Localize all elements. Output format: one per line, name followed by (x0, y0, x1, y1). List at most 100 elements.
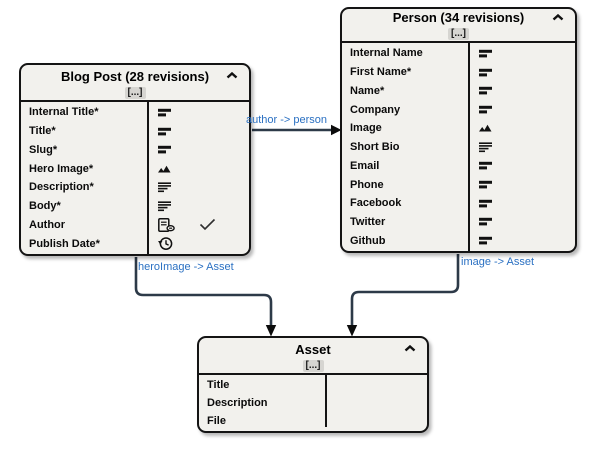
field-row: Slug* (21, 141, 249, 160)
connection-label-author-person: author -> person (246, 114, 328, 126)
field-name-label: Image (350, 122, 382, 135)
field-type-cell (149, 217, 216, 232)
connection-label-heroimage-asset: heroImage -> Asset (138, 261, 234, 273)
field-type-cell (470, 105, 493, 114)
field-type-cell (149, 236, 173, 251)
collapse-chevron-icon[interactable] (226, 71, 238, 79)
short-text-icon (479, 236, 493, 245)
field-row: Image (342, 119, 575, 138)
field-name-label: Name* (350, 84, 385, 97)
field-name-label: Facebook (350, 197, 402, 210)
short-text-icon (479, 105, 493, 114)
field-type-cell (470, 161, 493, 170)
short-text-icon (479, 86, 493, 95)
field-row: First Name* (342, 63, 575, 82)
field-row: Short Bio (342, 138, 575, 157)
column-divider (147, 102, 149, 254)
field-row: Description* (21, 178, 249, 197)
field-row: File (199, 412, 427, 430)
arrowhead-heroimage-asset (265, 325, 277, 337)
field-name-label: Hero Image* (29, 162, 94, 175)
field-name-label: Publish Date* (29, 237, 100, 250)
more-options-button[interactable]: [...] (448, 28, 469, 40)
field-name-label: Author (29, 218, 66, 231)
short-text-icon (479, 68, 493, 77)
field-name-label: First Name* (350, 66, 412, 79)
field-row: Title* (21, 122, 249, 141)
field-name-label: Body* (29, 200, 61, 213)
field-name-label: Github (350, 234, 386, 247)
field-row: Body* (21, 197, 249, 216)
date-icon (158, 236, 173, 251)
field-type-cell (470, 199, 493, 208)
field-name-label: Short Bio (350, 141, 400, 154)
arrowhead-author-person (331, 124, 342, 136)
field-row: Twitter (342, 213, 575, 232)
field-name-label: Slug* (29, 143, 58, 156)
field-type-cell (470, 217, 493, 226)
entity-fields: Internal Title* Title* Slug* Hero Image* Des… (21, 102, 249, 254)
field-type-cell (470, 68, 493, 77)
collapse-chevron-icon[interactable] (404, 344, 416, 352)
field-row: Github (342, 231, 575, 250)
entity-header: Asset [...] (199, 338, 427, 375)
field-name-label: Title* (29, 125, 56, 138)
long-text-icon (158, 182, 172, 193)
connector-heroimage-asset (134, 257, 273, 326)
field-row: Hero Image* (21, 159, 249, 178)
field-type-cell (149, 145, 172, 154)
field-name-label: Internal Name (350, 47, 423, 60)
field-row: Internal Title* (21, 103, 249, 122)
field-type-cell (149, 182, 172, 193)
field-row: Description (199, 394, 427, 412)
entity-person[interactable]: Person (34 revisions) [...] Internal Nam… (340, 7, 577, 253)
field-row: Facebook (342, 194, 575, 213)
short-text-icon (479, 161, 493, 170)
short-text-icon (158, 127, 172, 136)
field-row: Title (199, 376, 427, 394)
more-options-button[interactable]: [...] (124, 87, 146, 99)
field-name-label: Description* (29, 181, 94, 194)
field-row: Publish Date* (21, 234, 249, 253)
field-row: Email (342, 156, 575, 175)
field-type-cell (470, 124, 492, 132)
long-text-icon (479, 141, 493, 153)
field-name-label: Email (350, 159, 380, 172)
entity-title: Blog Post (28 revisions) (60, 69, 210, 84)
connection-label-image-asset: image -> Asset (461, 256, 535, 268)
short-text-icon (158, 108, 172, 117)
field-type-cell (149, 108, 172, 117)
field-row: Internal Name (342, 44, 575, 63)
field-row: Author (21, 216, 249, 235)
short-text-icon (158, 145, 172, 154)
collapse-chevron-icon[interactable] (552, 13, 564, 21)
entity-header: Person (34 revisions) [...] (342, 9, 575, 43)
short-text-icon (479, 180, 493, 189)
short-text-icon (479, 199, 493, 208)
entity-title: Asset (295, 342, 331, 357)
more-options-button[interactable]: [...] (302, 360, 324, 372)
media-icon (158, 165, 171, 173)
media-icon (479, 124, 492, 132)
check-icon (199, 218, 216, 231)
arrowhead-image-asset (346, 325, 358, 337)
field-type-cell (149, 165, 171, 173)
field-name-label: Phone (350, 178, 384, 191)
entity-blog-post[interactable]: Blog Post (28 revisions) [...] Internal … (19, 63, 251, 256)
field-name-label: Description (207, 397, 268, 409)
entity-title: Person (34 revisions) (392, 10, 525, 25)
field-name-label: Company (350, 103, 401, 116)
field-type-cell (470, 141, 493, 153)
field-type-cell (470, 86, 493, 95)
field-row: Company (342, 100, 575, 119)
column-divider (325, 375, 327, 427)
field-name-label: Title (207, 379, 230, 391)
field-row: Phone (342, 175, 575, 194)
short-text-icon (479, 49, 493, 58)
field-type-cell (470, 236, 493, 245)
